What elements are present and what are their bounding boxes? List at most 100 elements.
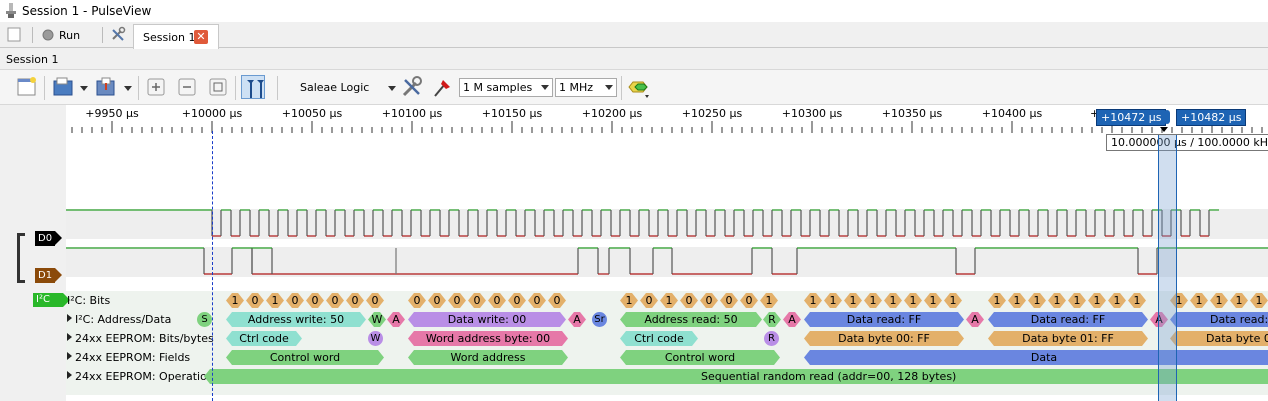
i2c-bit-annotation[interactable]: 0 (246, 293, 264, 308)
device-config-icon[interactable] (400, 75, 424, 99)
word-address-byte-annotation[interactable]: Word address byte: 00 (408, 331, 568, 346)
data-field-annotation[interactable]: Data (804, 350, 1268, 365)
i2c-bit-annotation[interactable]: 0 (680, 293, 698, 308)
i2c-bit-annotation[interactable]: 0 (468, 293, 486, 308)
i2c-bit-annotation[interactable]: 1 (944, 293, 962, 308)
save-file-icon[interactable] (94, 75, 118, 99)
i2c-bit-annotation[interactable]: 0 (640, 293, 658, 308)
i2c-bit-annotation[interactable]: 0 (366, 293, 384, 308)
i2c-bit-annotation[interactable]: 1 (904, 293, 922, 308)
data-byte-annotation[interactable]: Data byte 01: FF (988, 331, 1148, 346)
i2c-bit-annotation[interactable]: 0 (528, 293, 546, 308)
ctrl-code-annotation[interactable]: Ctrl code (620, 331, 698, 346)
zoom-in-icon[interactable] (144, 75, 168, 99)
tab-session-1[interactable]: Session 1 ✕ (133, 24, 219, 49)
sample-rate-select[interactable]: 1 MHz (555, 78, 617, 97)
ack-annotation[interactable]: A (783, 312, 801, 327)
i2c-bit-annotation[interactable]: 0 (408, 293, 426, 308)
i2c-bit-annotation[interactable]: 1 (1048, 293, 1066, 308)
word-address-annotation[interactable]: Word address (408, 350, 568, 365)
cursor-pair-handle[interactable] (1164, 110, 1170, 124)
data-read-annotation[interactable]: Data read: FF (988, 312, 1148, 327)
save-dropdown-arrow[interactable] (124, 86, 132, 91)
i2c-bit-annotation[interactable]: 0 (508, 293, 526, 308)
i2c-bit-annotation[interactable]: 1 (924, 293, 942, 308)
channel-group-bracket[interactable] (17, 233, 25, 283)
new-view-icon[interactable] (15, 75, 39, 99)
ack-annotation[interactable]: A (966, 312, 984, 327)
i2c-bit-annotation[interactable]: 1 (1088, 293, 1106, 308)
data-write-annotation[interactable]: Data write: 00 (408, 312, 566, 327)
i2c-bit-annotation[interactable]: 1 (824, 293, 842, 308)
i2c-bit-annotation[interactable]: 1 (1230, 293, 1248, 308)
i2c-bit-annotation[interactable]: 1 (226, 293, 244, 308)
data-read-annotation[interactable]: Data read: FF (804, 312, 964, 327)
zoom-fit-icon[interactable] (206, 75, 230, 99)
probe-config-icon[interactable] (431, 75, 455, 99)
ack-annotation[interactable]: A (387, 312, 405, 327)
row-label-eeprom-bits-bytes[interactable]: 24xx EEPROM: Bits/bytes (67, 332, 214, 345)
i2c-bit-annotation[interactable]: 1 (660, 293, 678, 308)
write-bit-annotation[interactable]: W (368, 312, 386, 327)
i2c-bit-annotation[interactable]: 1 (804, 293, 822, 308)
i2c-bit-annotation[interactable]: 0 (740, 293, 758, 308)
i2c-bit-annotation[interactable]: 0 (448, 293, 466, 308)
i2c-bit-annotation[interactable]: 1 (1170, 293, 1188, 308)
zoom-out-icon[interactable] (175, 75, 199, 99)
row-label-i2c-bits[interactable]: I²C: Bits (67, 294, 111, 307)
i2c-bit-annotation[interactable]: 0 (488, 293, 506, 308)
cursor-region[interactable] (1158, 135, 1177, 401)
run-button[interactable]: Run (42, 25, 80, 45)
i2c-bit-annotation[interactable]: 1 (1128, 293, 1146, 308)
i2c-decoder-label[interactable]: I²C (33, 293, 63, 307)
i2c-bit-annotation[interactable]: 0 (428, 293, 446, 308)
i2c-bit-annotation[interactable]: 1 (760, 293, 778, 308)
channel-d1-label[interactable]: D1 (35, 268, 63, 283)
i2c-bit-annotation[interactable]: 1 (1250, 293, 1268, 308)
add-decoder-icon[interactable] (627, 75, 651, 99)
i2c-bit-annotation[interactable]: 1 (1008, 293, 1026, 308)
i2c-bit-annotation[interactable]: 1 (266, 293, 284, 308)
show-cursors-icon[interactable] (241, 75, 265, 99)
data-byte-annotation[interactable]: Data byte 00: FF (804, 331, 964, 346)
operation-annotation[interactable]: Sequential random read (addr=00, 128 byt… (204, 369, 1268, 384)
i2c-bit-annotation[interactable]: 1 (1068, 293, 1086, 308)
close-tab-icon[interactable]: ✕ (194, 30, 208, 44)
control-word-annotation[interactable]: Control word (620, 350, 780, 365)
i2c-bit-annotation[interactable]: 1 (884, 293, 902, 308)
control-word-annotation[interactable]: Control word (226, 350, 384, 365)
i2c-bit-annotation[interactable]: 0 (720, 293, 738, 308)
read-flag-annotation[interactable]: R (764, 331, 779, 346)
settings-tools-icon[interactable] (110, 26, 126, 42)
data-read-annotation[interactable]: Data read: (1170, 312, 1268, 327)
sample-count-select[interactable]: 1 M samples (459, 78, 553, 97)
start-condition[interactable]: S (197, 312, 212, 327)
address-write-annotation[interactable]: Address write: 50 (226, 312, 366, 327)
row-label-eeprom-fields[interactable]: 24xx EEPROM: Fields (67, 351, 190, 364)
repeated-start-annotation[interactable]: Sr (592, 312, 607, 327)
open-file-icon[interactable] (52, 75, 76, 99)
i2c-bit-annotation[interactable]: 0 (548, 293, 566, 308)
data-byte-annotation[interactable]: Data byte 02 (1170, 331, 1268, 346)
i2c-bit-annotation[interactable]: 1 (844, 293, 862, 308)
ack-annotation[interactable]: A (1150, 312, 1168, 327)
new-session-icon[interactable] (7, 27, 21, 42)
i2c-bit-annotation[interactable]: 1 (1028, 293, 1046, 308)
row-label-i2c-address-data[interactable]: I²C: Address/Data (67, 313, 171, 326)
i2c-bit-annotation[interactable]: 0 (326, 293, 344, 308)
ctrl-code-annotation[interactable]: Ctrl code (226, 331, 302, 346)
i2c-bit-annotation[interactable]: 0 (346, 293, 364, 308)
time-ruler[interactable]: +9950 µs +10000 µs +10050 µs +10100 µs +… (66, 105, 1268, 135)
ack-annotation[interactable]: A (568, 312, 586, 327)
session-subtab[interactable]: Session 1 (0, 50, 1268, 69)
trace-view[interactable]: +9950 µs +10000 µs +10050 µs +10100 µs +… (0, 105, 1268, 401)
write-flag-annotation[interactable]: W (368, 331, 383, 346)
i2c-bit-annotation[interactable]: 1 (1190, 293, 1208, 308)
device-selector[interactable]: Saleae Logic (292, 78, 398, 97)
i2c-bit-annotation[interactable]: 1 (864, 293, 882, 308)
i2c-bit-annotation[interactable]: 0 (286, 293, 304, 308)
channel-d0-label[interactable]: D0 (35, 231, 63, 246)
i2c-bit-annotation[interactable]: 1 (1210, 293, 1228, 308)
i2c-bit-annotation[interactable]: 0 (700, 293, 718, 308)
read-bit-annotation[interactable]: R (763, 312, 781, 327)
